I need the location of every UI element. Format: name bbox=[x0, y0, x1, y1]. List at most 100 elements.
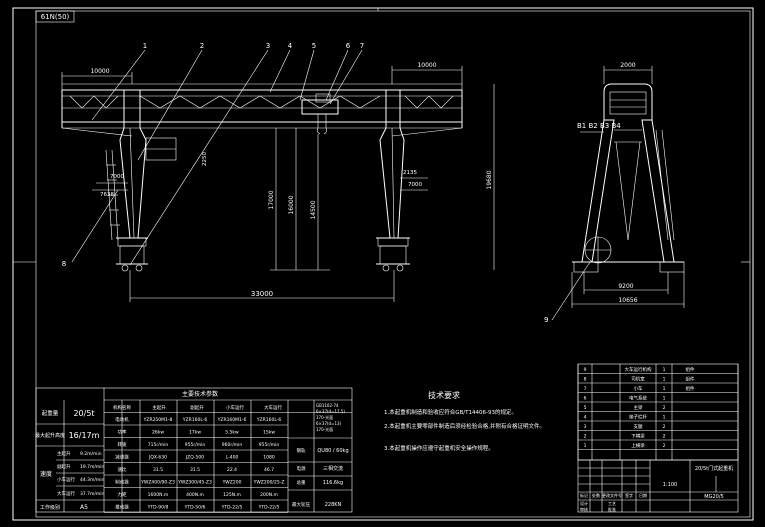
spec-header-cell: 副起升 bbox=[190, 404, 204, 411]
spec-cell: 400N.m bbox=[186, 492, 204, 498]
dim-span: 33000 bbox=[251, 290, 273, 298]
tb-label-sign: 签字 bbox=[625, 492, 633, 498]
speed-crane-value: 37.7m/min bbox=[80, 491, 105, 497]
dim-7000-right: 7000 bbox=[408, 182, 422, 188]
parts-row-index: 8 bbox=[584, 377, 587, 383]
callout-7: 7 bbox=[360, 42, 364, 50]
parts-row-name: 上横梁 bbox=[631, 442, 645, 449]
spec-cell: 31.5 bbox=[190, 467, 200, 473]
spec-standard-line: GB1102-74 bbox=[316, 403, 339, 408]
parts-row-index: 7 bbox=[584, 386, 587, 392]
spec-extra-value: 三相交流 bbox=[323, 465, 343, 472]
stamp-text: 61N(50) bbox=[41, 13, 70, 21]
parts-row-qty: 2 bbox=[663, 405, 666, 411]
parts-row-note: 组件 bbox=[686, 366, 695, 373]
parts-row-qty: 1 bbox=[663, 415, 666, 421]
spec-cell: 955r/min bbox=[185, 442, 206, 448]
dim-7638: 7638 bbox=[100, 192, 114, 198]
parts-row-qty: 1 bbox=[663, 396, 666, 402]
spec-cell: 960r/min bbox=[222, 442, 243, 448]
spec-header-cell: 小车运行 bbox=[226, 404, 244, 411]
dim-base-outer: 10656 bbox=[618, 297, 637, 304]
side-view: 2000 B1 B2 B3 B4 9200 10656 bbox=[544, 62, 685, 324]
spec-cell: 31.5 bbox=[153, 467, 163, 473]
cantilever-truss-right bbox=[404, 95, 454, 109]
tb-label-change: 更改文件号 bbox=[602, 492, 622, 498]
cantilever-truss-left bbox=[69, 95, 119, 109]
spec-cell: 17kw bbox=[189, 430, 201, 436]
dim-top-width: 2000 bbox=[620, 62, 635, 69]
dim-2250: 2250 bbox=[202, 152, 208, 166]
technical-notes: 技术要求 1.本起重机制造和验收应符合GB/T14406-93的规定。 2.本起… bbox=[384, 390, 545, 452]
spec-extra-value: QU80 / 60kg bbox=[317, 448, 348, 454]
dim-7000: 7000 bbox=[110, 174, 124, 180]
dim-right-cantilever: 10000 bbox=[417, 62, 436, 69]
tb-label-review: 审核 bbox=[580, 506, 588, 512]
spec-standard-line: 170-光面 bbox=[316, 414, 333, 420]
inner-border bbox=[35, 10, 751, 518]
spec-standard-line: 6×37(d=17.5) bbox=[316, 409, 345, 414]
svg-text:4: 4 bbox=[288, 42, 293, 50]
tb-label-count: 处数 bbox=[592, 492, 600, 498]
parts-row-index: 3 bbox=[584, 424, 587, 430]
spec-value-capacity: 20/5t bbox=[73, 409, 94, 418]
spec-cell: YWZ200 bbox=[222, 480, 242, 486]
note-2: 2.本起重机主要零部件制造后须经检验合格,并附有合格证明文件。 bbox=[384, 422, 545, 430]
spec-cell: YTD-22/5 bbox=[221, 505, 243, 511]
callout-3: 3 bbox=[266, 42, 270, 50]
sheet-border bbox=[12, 7, 754, 521]
spec-cell: 125N.m bbox=[223, 492, 241, 498]
spec-cell: L-400 bbox=[226, 455, 239, 461]
spec-cell: JZQ-500 bbox=[185, 455, 204, 461]
speed-trolley-label: 小车运行 bbox=[57, 476, 75, 483]
spec-extra-label: 电源 bbox=[297, 465, 306, 472]
parts-row-name: 电气系统 bbox=[629, 395, 647, 402]
spec-cell: YWZ200/25-Z bbox=[253, 480, 285, 486]
dim-14500: 14500 bbox=[310, 200, 317, 219]
spec-cell: YTD-90/8 bbox=[147, 505, 169, 511]
spec-cell: YZR160M1-6 bbox=[217, 417, 247, 423]
spec-extra-value: 228KN bbox=[325, 502, 342, 508]
spec-extra-label: 最大轮压 bbox=[292, 501, 310, 508]
spec-value-duty: A5 bbox=[80, 504, 88, 511]
parts-row-name: 司机室 bbox=[631, 376, 645, 383]
parts-row-name: 主梁 bbox=[634, 404, 643, 411]
callout-9: 9 bbox=[544, 316, 548, 324]
spec-cell: 15kw bbox=[263, 430, 275, 436]
tb-label-date: 日期 bbox=[639, 492, 647, 498]
parts-row-index: 9 bbox=[584, 367, 587, 373]
tb-label-approve: 批准 bbox=[608, 506, 616, 512]
tb-label-mark: 标记 bbox=[580, 492, 588, 498]
parts-row-qty: 1 bbox=[663, 377, 666, 383]
spec-cell: 1600N.m bbox=[148, 492, 169, 498]
spec-cell: YZR160L-6 bbox=[256, 417, 282, 423]
spec-standard-line: 170-光面 bbox=[316, 426, 333, 432]
dim-overall-height: 19680 bbox=[486, 170, 493, 189]
spec-value-lift-height: 16/17m bbox=[69, 431, 100, 440]
spec-cell: 22.4 bbox=[227, 467, 237, 473]
title-block-code: MG20/5 bbox=[704, 494, 723, 500]
dim-base-inner: 9200 bbox=[618, 283, 633, 290]
spec-header-cell: 主起升 bbox=[152, 404, 166, 411]
trolley bbox=[301, 99, 339, 115]
spec-label-capacity: 起重量 bbox=[42, 409, 59, 417]
spec-cell: 46.7 bbox=[264, 467, 274, 473]
dim-2135: 2135 bbox=[403, 170, 417, 176]
spec-label-duty: 工作级别 bbox=[40, 504, 60, 511]
spec-standard-line: 6×37(d=13) bbox=[316, 421, 342, 426]
spec-cell: YTD-22/5 bbox=[258, 505, 280, 511]
right-leg bbox=[379, 89, 405, 239]
spec-cell: 5.5kw bbox=[225, 430, 239, 436]
callout-1: 1 bbox=[143, 42, 147, 50]
svg-text:8: 8 bbox=[62, 260, 66, 268]
parts-row-qty: 2 bbox=[663, 434, 666, 440]
svg-text:7: 7 bbox=[360, 42, 364, 50]
speed-trolley-value: 44.3m/min bbox=[80, 477, 105, 483]
spec-cell: YZR250M1-8 bbox=[143, 417, 173, 423]
svg-text:2: 2 bbox=[200, 42, 204, 50]
speed-main-value: 9.2m/min bbox=[80, 451, 102, 457]
spec-cell: 200N.m bbox=[260, 492, 278, 498]
spec-cell: JQX-630 bbox=[148, 455, 167, 461]
parts-row-name: 下横梁 bbox=[631, 433, 645, 440]
